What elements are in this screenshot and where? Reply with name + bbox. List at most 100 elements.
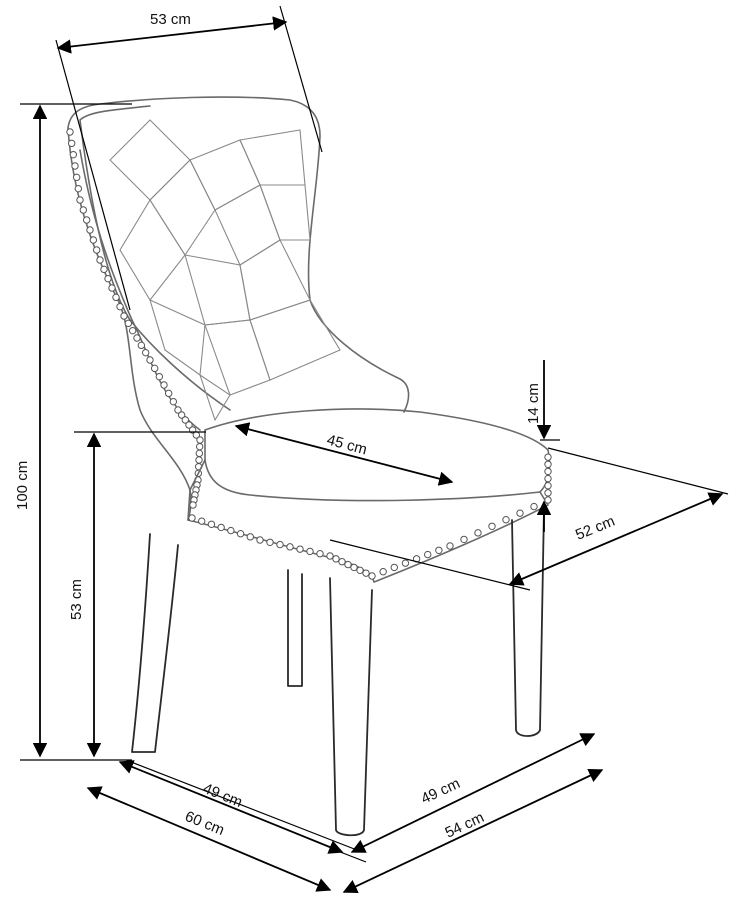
nailhead-stud [195,456,203,464]
nailhead-stud [66,128,74,136]
leg-back-right [287,569,303,687]
nailhead-stud [306,547,314,556]
nailhead-stud [112,293,120,302]
nailhead-stud [236,530,245,538]
label-seat-height: 53 cm [68,579,85,620]
overall-width-line [86,786,332,892]
nailhead-stud [502,516,510,524]
label-overall-width: 60 cm [183,808,227,839]
nailhead-stud [74,184,83,193]
overall-depth-line [342,769,604,893]
label-leg-width: 49 cm [201,780,245,811]
nailhead-stud [474,529,482,537]
nailhead-stud [195,449,204,458]
nailhead-stud [128,326,137,335]
nailhead-stud [446,542,454,550]
nailhead-stud [435,546,443,554]
nailhead-stud [104,274,112,283]
nailhead-stud [164,389,173,398]
nailhead-stud [227,526,235,535]
back-width-line [56,16,288,54]
leg-back-left [131,533,179,753]
nailhead-stud [174,406,182,414]
nailhead-stud [150,364,159,373]
leg-front-left [329,577,373,837]
label-leg-depth: 49 cm [419,775,463,808]
seat-depth-line [508,492,724,586]
nailhead-stud [124,319,133,328]
nailhead-stud [155,372,164,381]
nailhead-stud [133,334,141,342]
seat-top [204,408,551,502]
nailhead-stud [286,543,294,551]
nailhead-stud [185,421,193,429]
nailhead-stud [82,216,91,224]
nailhead-stud [460,535,468,544]
nailhead-stud [71,162,79,170]
nailhead-stud [390,563,398,572]
label-overall-depth: 54 cm [443,809,487,842]
seat-studs [188,453,552,580]
nailhead-stud [338,558,346,566]
nailhead-stud [368,572,376,580]
nailhead-stud [544,460,552,468]
nailhead-stud [160,381,168,389]
nailhead-stud [488,522,496,530]
nailhead-stud [198,517,206,525]
nailhead-stud [100,265,108,274]
dimension-labels: 53 cm 100 cm 53 cm 45 cm 14 cm 52 cm 49 … [14,11,617,842]
nailhead-stud [96,256,104,264]
nailhead-stud [296,545,304,553]
nailhead-stud [92,246,101,254]
nailhead-stud [276,540,284,549]
nailhead-stud [217,523,225,532]
nailhead-stud [516,509,524,517]
nailhead-stud [146,356,154,364]
tufting-pattern [109,119,341,422]
nailhead-stud [196,436,204,444]
leg-front-right [511,507,545,737]
nailhead-stud [108,284,116,292]
chair-illustration [66,96,552,837]
leg-depth-line [350,733,596,853]
nailhead-stud [544,474,552,483]
nailhead-stud [69,150,78,159]
nailhead-stud [401,559,410,567]
nailhead-stud [177,411,186,419]
nailhead-stud [530,502,538,511]
nailhead-stud [116,302,124,311]
nailhead-stud [137,341,146,350]
nailhead-stud [86,226,94,234]
nailhead-stud [246,533,254,541]
nailhead-stud [120,312,128,320]
nailhead-stud [181,416,190,424]
nailhead-stud [544,482,552,490]
nailhead-stud [195,442,204,451]
nailhead-stud [544,467,552,476]
nailhead-stud [207,520,216,528]
nailhead-stud [356,566,364,574]
nailhead-stud [326,552,334,560]
nailhead-stud [256,536,264,544]
back-studs [66,128,204,509]
nailhead-stud [79,206,88,214]
nailhead-stud [67,139,76,148]
nailhead-stud [332,555,340,563]
nailhead-stud [544,496,552,504]
nailhead-stud [189,501,197,509]
nailhead-stud [141,348,150,357]
nailhead-stud [169,397,178,406]
nailhead-stud [424,550,432,559]
chair-back-outline [67,96,410,413]
nailhead-stud [72,173,81,182]
nailhead-stud [266,538,274,546]
label-armrest-height: 14 cm [525,383,542,424]
nailhead-stud [316,550,324,558]
seat-width-line [234,422,454,486]
nailhead-stud [362,569,370,577]
seat-front-edge [187,459,206,521]
nailhead-stud [89,236,98,244]
label-seat-depth: 52 cm [573,513,617,544]
nailhead-stud [544,489,552,497]
